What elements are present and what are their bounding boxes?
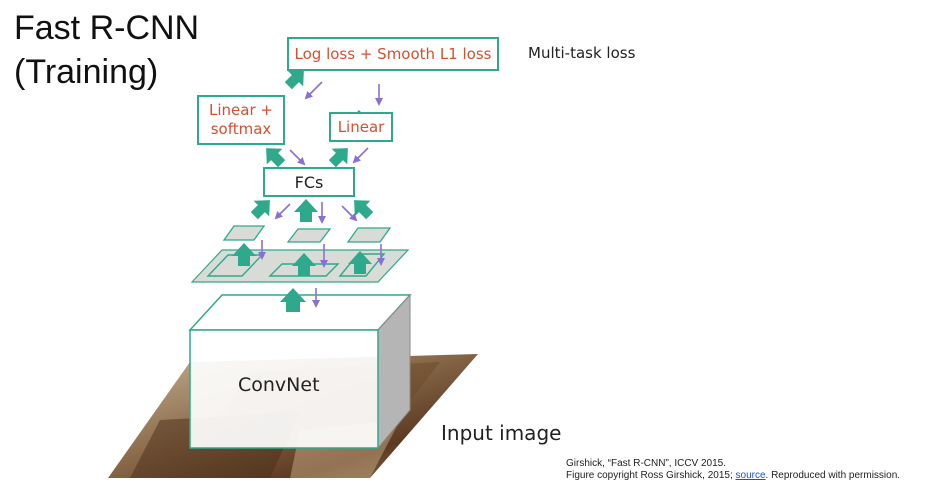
convnet-label: ConvNet	[238, 374, 320, 396]
fcs-box: FCs	[263, 167, 355, 197]
arrow-up-icon	[266, 148, 286, 168]
arrow-up-icon	[328, 148, 348, 168]
title-line-1: Fast R-CNN	[14, 9, 200, 47]
input-image-label: Input image	[441, 421, 562, 445]
arrow-down-left-icon	[352, 147, 369, 164]
convnet-block	[188, 293, 412, 450]
citation: Girshick, “Fast R-CNN”, ICCV 2015. Figur…	[566, 458, 900, 482]
loss-box: Log loss + Smooth L1 loss	[287, 37, 499, 71]
linear-softmax-line-1: Linear +	[209, 101, 273, 119]
fcs-label: FCs	[294, 172, 324, 192]
linear-softmax-line-2: softmax	[210, 120, 272, 138]
arrow-down-left-icon	[274, 203, 291, 220]
citation-prefix: Figure copyright Ross Girshick, 2015;	[566, 470, 736, 481]
arrow-up-icon	[280, 288, 306, 312]
arrow-up-icon	[348, 251, 372, 274]
citation-line-2: Figure copyright Ross Girshick, 2015; so…	[566, 470, 900, 482]
roi-pooled-features	[222, 225, 392, 243]
arrow-down-right-icon	[341, 205, 358, 222]
arrow-down-right-icon	[289, 149, 306, 166]
arrow-up-icon	[232, 243, 256, 266]
loss-label: Log loss + Smooth L1 loss	[294, 44, 492, 63]
multitask-loss-label: Multi-task loss	[528, 44, 636, 62]
citation-suffix: . Reproduced with permission.	[765, 470, 901, 481]
arrow-down-left-icon	[304, 81, 323, 100]
source-link[interactable]: source	[735, 470, 766, 481]
linear-label: Linear	[337, 117, 385, 136]
linear-box: Linear	[329, 112, 393, 142]
linear-softmax-box: Linear + softmax	[197, 95, 285, 145]
title-line-2: (Training)	[14, 53, 159, 91]
citation-line-1: Girshick, “Fast R-CNN”, ICCV 2015.	[566, 458, 727, 469]
arrow-up-right-icon	[354, 200, 374, 220]
arrow-up-icon	[284, 70, 304, 90]
arrow-up-icon	[292, 253, 316, 276]
arrow-up-icon	[294, 199, 318, 222]
backward-arrows	[258, 81, 385, 308]
arrow-up-left-icon	[250, 200, 270, 220]
slide-title: Fast R-CNN (Training)	[14, 6, 199, 94]
